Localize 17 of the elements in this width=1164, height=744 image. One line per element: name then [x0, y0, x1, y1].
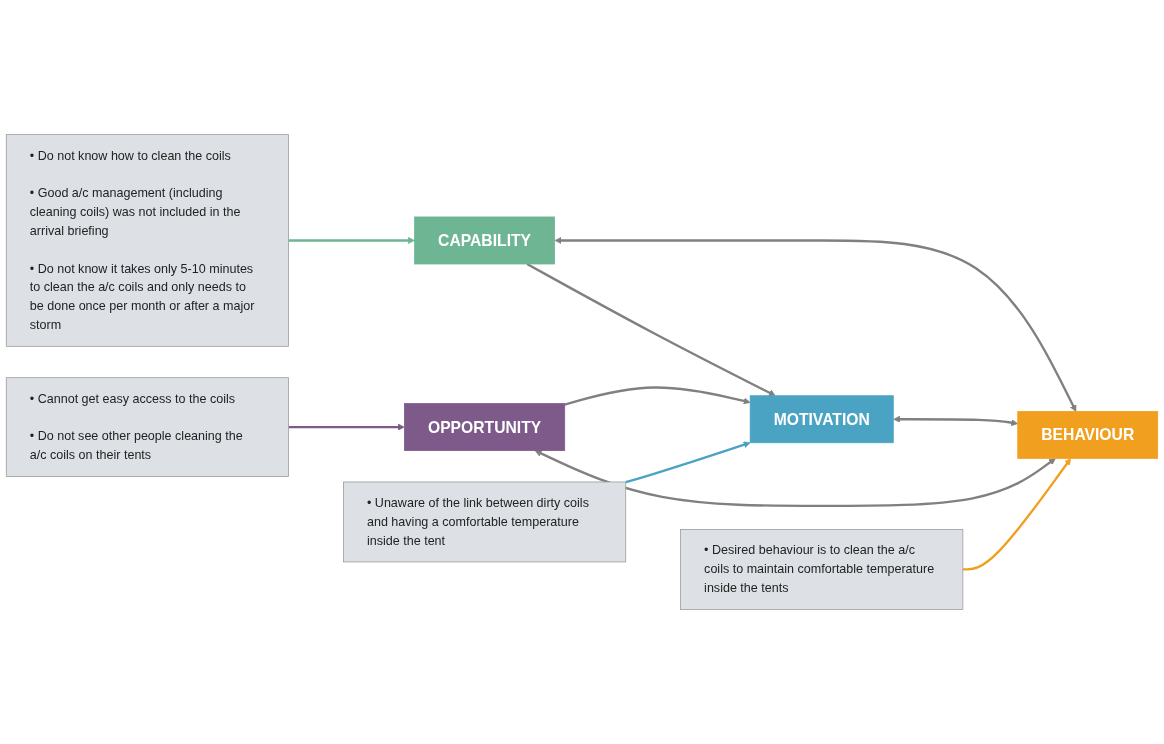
- node-box: BEHAVIOUR: [1017, 411, 1159, 459]
- node-box: • Do not know how to clean the coils • Good a/c management (including cleaning coils) was not included in the arrival briefing • Do not know it takes only 5-10 minutes to clean the a/c coils and only needs to be done once per month or after a major storm: [5, 134, 289, 347]
- node-box: • Desired behaviour is to clean the a/c coils to maintain comfortable temperature inside the tents: [680, 529, 964, 610]
- arrow: [534, 450, 1056, 508]
- arrow: [526, 262, 776, 397]
- node-box: • Unaware of the link between dirty coils and having a comfortable temperature inside the tent: [343, 481, 627, 563]
- arrow: [554, 237, 1077, 412]
- arrow: [288, 423, 405, 431]
- arrow: [893, 415, 1019, 427]
- arrow: [564, 386, 751, 406]
- arrow: [625, 441, 751, 484]
- arrow: [962, 458, 1071, 571]
- arrow: [288, 237, 415, 244]
- node-box: • Cannot get easy access to the coils • Do not see other people cleaning the a/c coils on their tents: [5, 377, 289, 477]
- node-box: MOTIVATION: [749, 395, 894, 444]
- node-box: CAPABILITY: [414, 216, 555, 265]
- node-box: OPPORTUNITY: [404, 403, 566, 451]
